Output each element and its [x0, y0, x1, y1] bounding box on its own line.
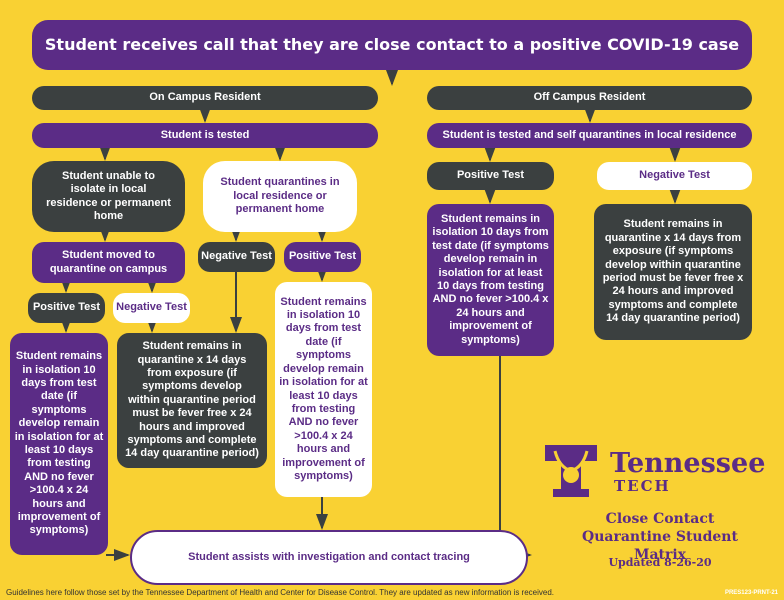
isolation-box: Student remains in isolation 10 days fro…	[275, 282, 372, 497]
isolation-box: Student remains in isolation 10 days fro…	[10, 333, 108, 555]
off-campus-box: Off Campus Resident	[427, 86, 752, 110]
on-tested-box: Student is tested	[32, 123, 378, 148]
negative-test-box: Negative Test	[198, 242, 275, 272]
negative-test-box: Negative Test	[597, 162, 752, 190]
unable-isolate-box: Student unable to isolate in local resid…	[32, 161, 185, 232]
quarantines-local-box: Student quarantines in local residence o…	[203, 161, 357, 232]
on-campus-box: On Campus Resident	[32, 86, 378, 110]
quarantine-box: Student remains in quarantine x 14 days …	[117, 333, 267, 468]
brand-name: Tennessee	[610, 448, 766, 479]
brand-sub: TECH	[614, 477, 671, 495]
negative-test-box: Negative Test	[113, 293, 190, 323]
quarantine-box: Student remains in quarantine x 14 days …	[594, 204, 752, 340]
positive-test-box: Positive Test	[28, 293, 105, 323]
moved-quarantine-box: Student moved to quarantine on campus	[32, 242, 185, 283]
positive-test-box: Positive Test	[427, 162, 554, 190]
title-box: Student receives call that they are clos…	[32, 20, 752, 70]
tennessee-tech-logo-icon	[545, 445, 597, 497]
matrix-title: Close Contact Quarantine Student Matrix	[582, 511, 738, 564]
footer-note: Guidelines here follow those set by the …	[6, 588, 555, 597]
isolation-box: Student remains in isolation 10 days fro…	[427, 204, 554, 356]
updated-date: Updated 8-26-20	[608, 556, 712, 569]
print-code: PRES123-PRNT-21	[724, 590, 778, 596]
off-tested-box: Student is tested and self quarantines i…	[427, 123, 752, 148]
positive-test-box: Positive Test	[284, 242, 361, 272]
contact-tracing-box: Student assists with investigation and c…	[130, 530, 528, 585]
